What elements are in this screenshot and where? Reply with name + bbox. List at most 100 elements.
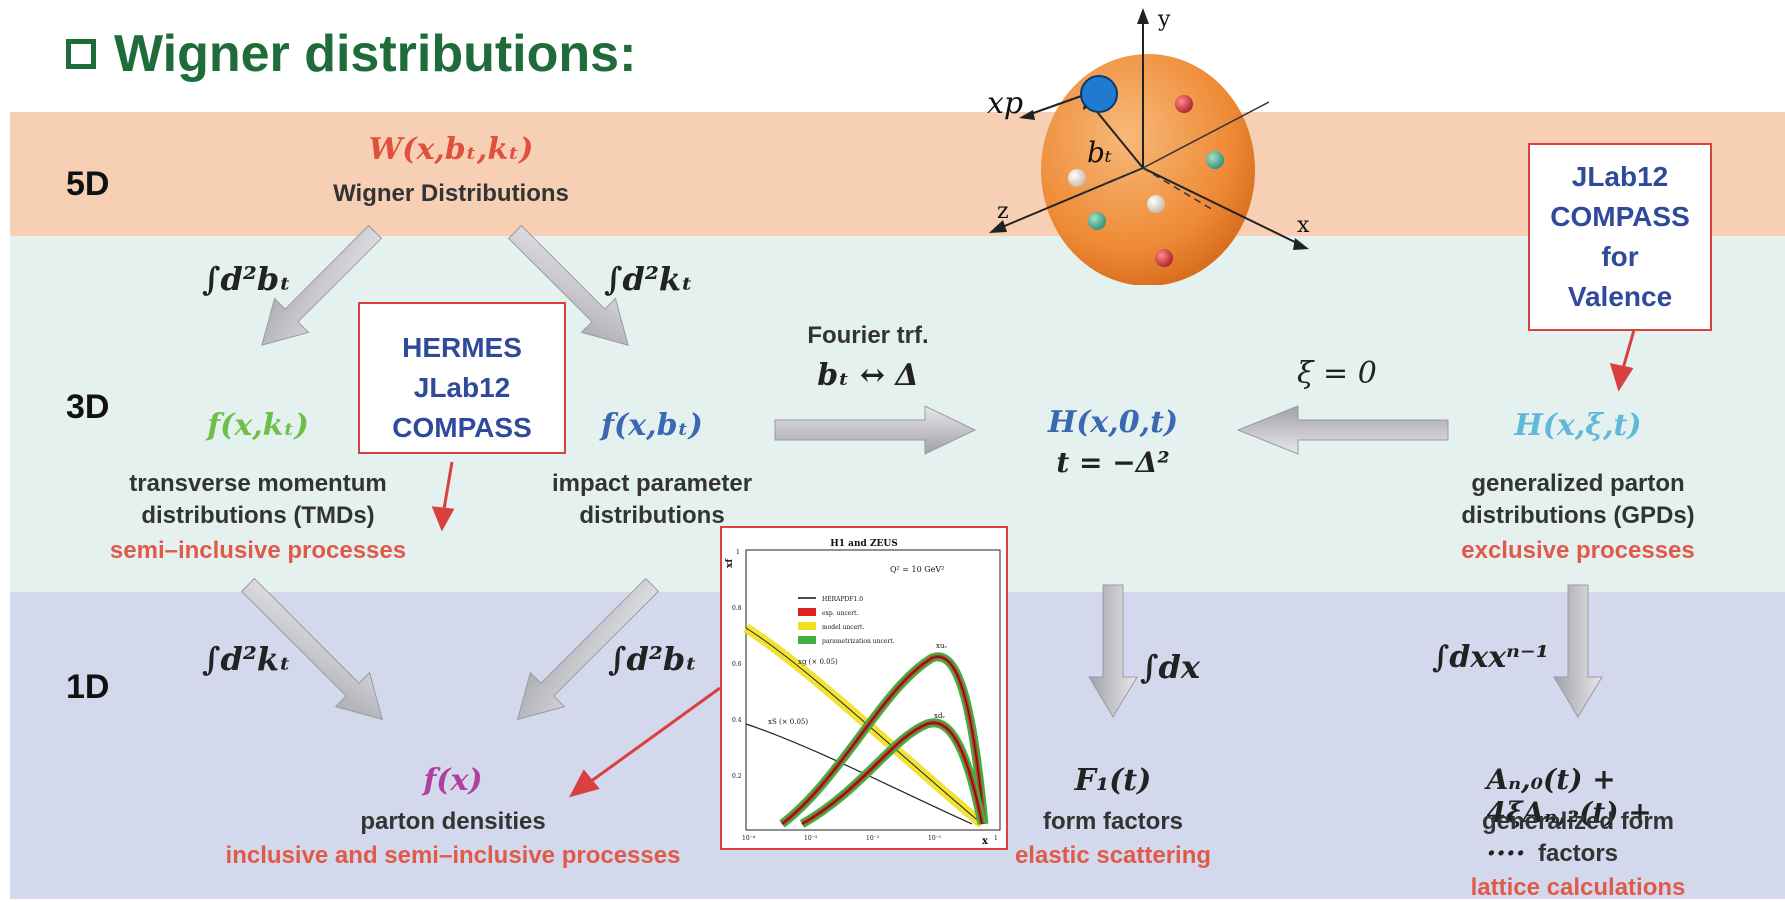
experiment-compass: COMPASS bbox=[392, 412, 532, 443]
tmd-label-line2: distributions (TMDs) bbox=[141, 502, 375, 529]
curve-label-xS: xS (× 0.05) bbox=[768, 718, 808, 726]
tmd-process: semi–inclusive processes bbox=[109, 537, 407, 564]
tmd-formula: f(x,kₜ) bbox=[207, 408, 309, 443]
parton-teal-2 bbox=[1088, 212, 1106, 230]
inset-ytick: 0.2 bbox=[732, 773, 742, 780]
experiment-jlab12-gpd: JLab12 bbox=[1571, 161, 1669, 192]
xp-vector bbox=[1024, 93, 1088, 117]
inset-xtick: 10⁻² bbox=[866, 835, 880, 842]
arrow-gpd-to-gff bbox=[1553, 584, 1603, 718]
band-5d bbox=[10, 112, 1785, 236]
dashed-line-2 bbox=[1074, 167, 1144, 197]
page-title-text: Wigner distributions: bbox=[114, 25, 637, 83]
wigner-formula: W(x,bₜ,kₜ) bbox=[368, 132, 534, 167]
h0-relation: t = −Δ² bbox=[1056, 446, 1170, 479]
fourier-relation: bₜ ↔ Δ bbox=[817, 358, 919, 393]
arrow-h0-to-ff bbox=[1088, 584, 1138, 718]
gpd-process: exclusive processes bbox=[1461, 537, 1695, 564]
parton-white-2 bbox=[1147, 195, 1165, 213]
experiment-valence: Valence bbox=[1567, 281, 1673, 312]
arrow-ipd-to-h0 bbox=[774, 405, 977, 455]
experiment-jlab12: JLab12 bbox=[413, 372, 511, 403]
legend-swatch-model bbox=[798, 622, 816, 630]
arrow-ipd-to-pdf bbox=[516, 577, 660, 721]
z-label: z bbox=[997, 199, 1009, 224]
tmd-label-line1: transverse momentum bbox=[129, 470, 387, 497]
dashed-line-3 bbox=[1142, 101, 1270, 169]
wigner-label: Wigner Distributions bbox=[333, 180, 569, 207]
arrow-wigner-to-tmd bbox=[261, 224, 383, 346]
red-arrow-pdf-inset bbox=[569, 686, 721, 798]
pdf-label: parton densities bbox=[360, 808, 546, 835]
legend-label-model: model uncert. bbox=[822, 624, 864, 631]
inset-ytick: 1 bbox=[736, 549, 740, 556]
page-title: Wigner distributions: bbox=[66, 24, 636, 84]
integral-d2bT-bottom: ∫d²bₜ bbox=[608, 640, 698, 678]
legend-swatch-exp bbox=[798, 608, 816, 616]
legend-label-param: parametrization uncert. bbox=[822, 638, 895, 645]
arrow-wigner-to-ipd bbox=[507, 224, 629, 346]
integral-dx: ∫dx bbox=[1140, 648, 1200, 686]
curve-xdv bbox=[801, 722, 983, 825]
integral-dxxn: ∫dxxⁿ⁻¹ bbox=[1432, 640, 1549, 675]
dashed-line-1 bbox=[1142, 167, 1214, 211]
ff-label: form factors bbox=[1042, 808, 1184, 835]
integral-d2bT-top: ∫d²bₜ bbox=[202, 260, 292, 298]
curve-xS bbox=[745, 723, 973, 825]
x-label: x bbox=[1297, 213, 1310, 238]
gff-label-line1: generalized form bbox=[1481, 808, 1675, 835]
curve-label-xg: xg (× 0.05) bbox=[798, 658, 838, 666]
gpd-formula: H(x,ξ,t) bbox=[1514, 408, 1642, 443]
nucleon-illustration: xp bₜ y x z bbox=[987, 7, 1310, 285]
experiment-compass-gpd: COMPASS bbox=[1550, 201, 1690, 232]
fourier-label: Fourier trf. bbox=[807, 322, 929, 349]
legend-swatch-param bbox=[798, 636, 816, 644]
dimension-5d-label: 5D bbox=[66, 165, 110, 203]
bT-label: bₜ bbox=[1087, 136, 1112, 169]
parton-white-1 bbox=[1068, 169, 1086, 187]
checkbox-icon bbox=[66, 39, 96, 69]
inset-title: H1 and ZEUS bbox=[830, 539, 897, 549]
arrow-tmd-to-pdf bbox=[240, 577, 384, 721]
dimension-1d-label: 1D bbox=[66, 668, 110, 706]
curve-label-xdv: xdᵥ bbox=[934, 712, 945, 720]
parton-red-2 bbox=[1155, 249, 1173, 267]
inset-plot-svg: H1 and ZEUS Q² = 10 GeV² xf x 1 0.8 0.6 … bbox=[725, 539, 1001, 847]
parton-red-1 bbox=[1175, 95, 1193, 113]
experiment-hermes: HERMES bbox=[402, 332, 522, 363]
inset-ytick: 0.6 bbox=[732, 661, 742, 668]
inset-xtick: 10⁻³ bbox=[804, 835, 818, 842]
legend-label-central: HERAPDF1.0 bbox=[822, 596, 863, 603]
gpd-experiments-box: JLab12 COMPASS for Valence bbox=[1528, 143, 1712, 331]
ipd-label-line1: impact parameter bbox=[551, 470, 753, 497]
gff-label-line2: factors bbox=[1537, 840, 1619, 867]
red-arrow-gpd-experiments bbox=[1609, 329, 1636, 392]
ff-process: elastic scattering bbox=[1014, 842, 1212, 869]
bT-vector bbox=[1088, 101, 1144, 169]
experiment-for: for bbox=[1601, 241, 1639, 272]
gff-process: lattice calculations bbox=[1470, 874, 1686, 901]
inset-xtick: 10⁻¹ bbox=[928, 835, 941, 842]
y-label: y bbox=[1157, 7, 1171, 32]
curve-xg bbox=[745, 627, 983, 825]
red-arrow-tmd-experiments bbox=[431, 461, 455, 532]
parton-teal-1 bbox=[1206, 151, 1224, 169]
pdf-inset-plot: H1 and ZEUS Q² = 10 GeV² xf x 1 0.8 0.6 … bbox=[720, 526, 1008, 850]
ipd-formula: f(x,bₜ) bbox=[601, 408, 703, 443]
integral-d2kT-bottom: ∫d²kₜ bbox=[202, 640, 291, 678]
gff-formula: Aₙ,₀(t) + 4ξAₙ,₂(t) + .... bbox=[1486, 763, 1652, 862]
h0-formula: H(x,0,t) bbox=[1047, 405, 1179, 440]
ipd-label-line2: distributions bbox=[579, 502, 725, 529]
x-axis bbox=[1142, 167, 1304, 247]
inset-ytick: 0.4 bbox=[732, 717, 742, 724]
integral-d2kT-top: ∫d²kₜ bbox=[604, 260, 693, 298]
active-parton bbox=[1080, 75, 1118, 113]
inset-ytick: 0.8 bbox=[732, 605, 742, 612]
curve-xuv bbox=[781, 656, 985, 825]
inset-scale: Q² = 10 GeV² bbox=[890, 565, 944, 574]
inset-xtick: 1 bbox=[994, 835, 998, 842]
xi-zero-label: ξ = 0 bbox=[1297, 356, 1377, 391]
curve-label-xuv: xuᵥ bbox=[936, 642, 947, 650]
ff-formula: F₁(t) bbox=[1074, 763, 1152, 798]
